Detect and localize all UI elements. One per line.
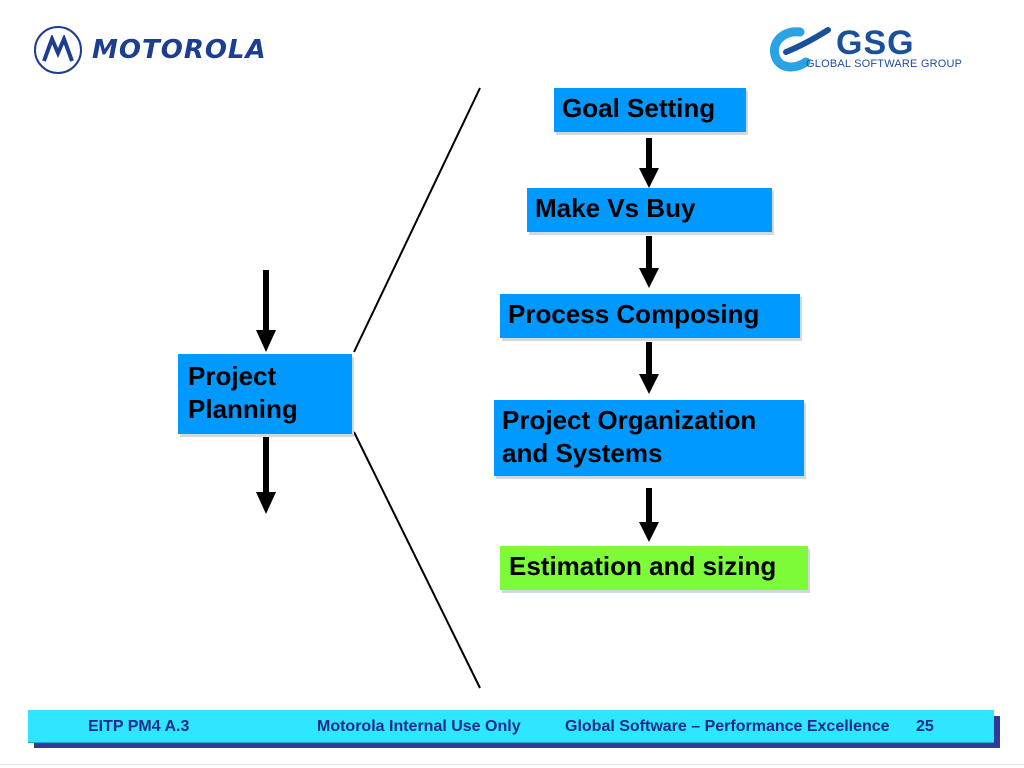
- estimation-sizing-label: Estimation and sizing: [509, 551, 777, 581]
- gsg-logo: GSG GLOBAL SOFTWARE GROUP: [766, 22, 976, 78]
- footer-classification: Motorola Internal Use Only: [317, 718, 521, 735]
- make-vs-buy-box: Make Vs Buy: [527, 188, 772, 232]
- footer-course-code: EITP PM4 A.3: [88, 718, 190, 735]
- project-planning-line1: Project: [188, 361, 277, 391]
- step-arrow: [639, 138, 659, 188]
- step-arrow: [639, 488, 659, 542]
- expansion-line-bottom: [353, 431, 481, 689]
- process-composing-box: Process Composing: [500, 294, 800, 338]
- footer-bar: EITP PM4 A.3 Motorola Internal Use Only …: [28, 710, 994, 743]
- motorola-logo: MOTOROLA: [34, 26, 267, 74]
- motorola-batwing-icon: [34, 26, 82, 74]
- project-organization-line2: and Systems: [502, 438, 663, 468]
- process-composing-label: Process Composing: [508, 299, 760, 329]
- gsg-full-name: GLOBAL SOFTWARE GROUP: [806, 58, 963, 70]
- gsg-abbrev: GSG: [836, 24, 915, 62]
- step-arrow: [639, 342, 659, 394]
- goal-setting-box: Goal Setting: [554, 88, 746, 132]
- motorola-wordmark: MOTOROLA: [92, 35, 267, 65]
- footer-program-name: Global Software – Performance Excellence: [565, 718, 890, 735]
- project-organization-box: Project Organization and Systems: [494, 400, 804, 476]
- flow-arrow: [256, 270, 276, 352]
- goal-setting-label: Goal Setting: [562, 93, 716, 123]
- step-arrow: [639, 236, 659, 288]
- project-planning-box: Project Planning: [178, 354, 352, 434]
- footer-page-number: 25: [916, 718, 934, 735]
- project-organization-line1: Project Organization: [502, 405, 757, 435]
- estimation-sizing-box: Estimation and sizing: [500, 546, 808, 590]
- gsg-swoosh-icon: [770, 27, 831, 72]
- bottom-rule: [0, 764, 1024, 765]
- flow-arrow: [256, 436, 276, 514]
- make-vs-buy-label: Make Vs Buy: [535, 193, 696, 223]
- project-planning-line2: Planning: [188, 394, 298, 424]
- expansion-line-top: [353, 87, 481, 353]
